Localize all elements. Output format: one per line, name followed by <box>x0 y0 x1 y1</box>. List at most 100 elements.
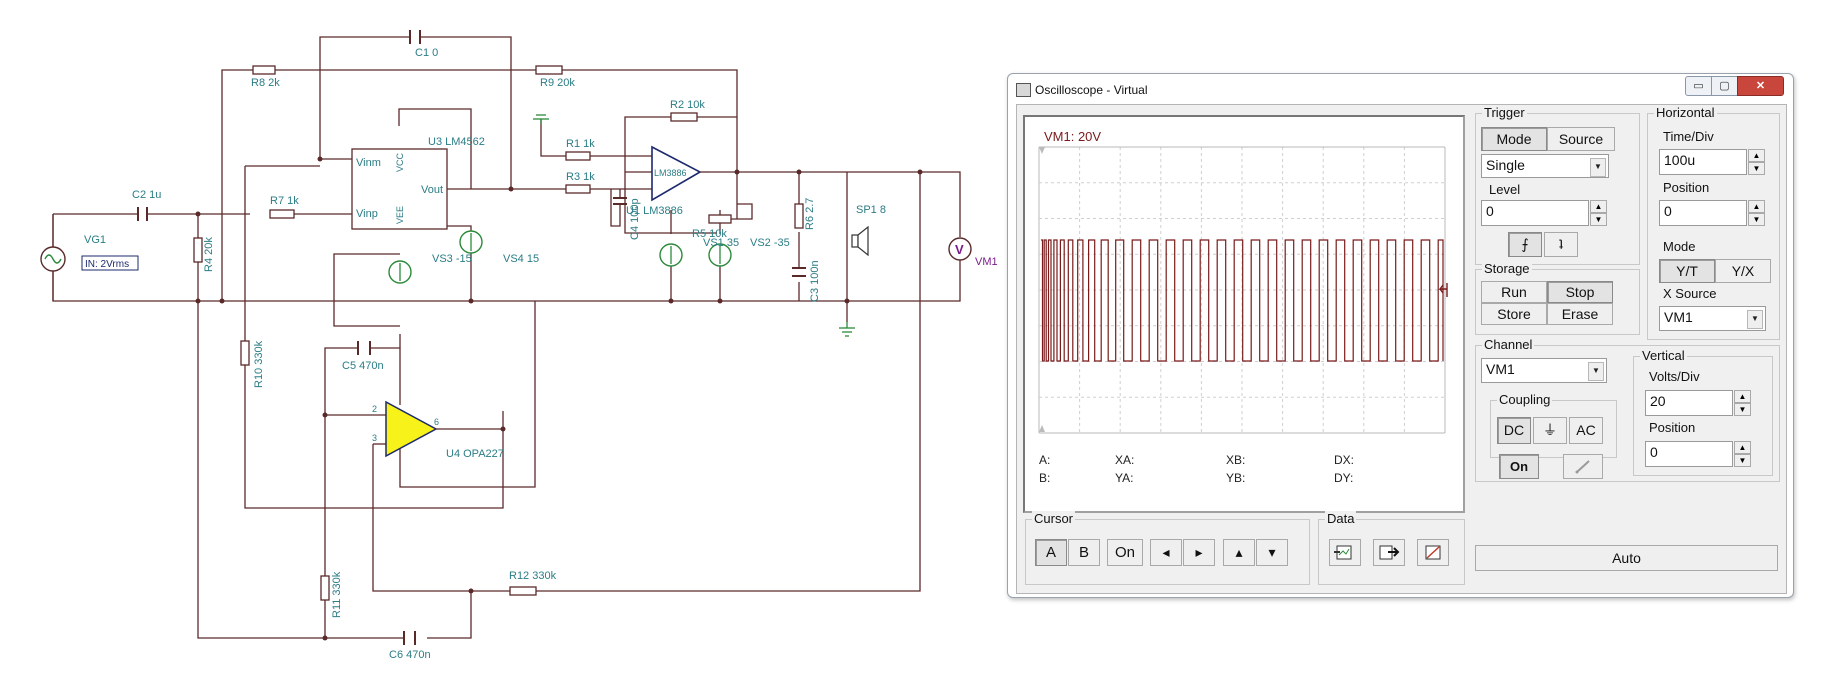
channel-on-button[interactable]: On <box>1499 454 1539 479</box>
u3-vinm-label: Vinm <box>356 157 381 169</box>
channel-dropdown[interactable]: VM1 ▼ <box>1481 358 1607 383</box>
sp1-label: SP1 8 <box>856 204 886 216</box>
cursor-down-button[interactable]: ▾ <box>1256 539 1288 566</box>
vg1-signal-generator[interactable] <box>40 246 139 272</box>
c3-label: C3 100n <box>809 260 821 302</box>
c6-label: C6 470n <box>389 649 431 661</box>
coupling-dc-button[interactable]: DC <box>1497 417 1531 444</box>
oscilloscope-panel: VM1: 20V A: B: XA: YA: XB: YB: DX: DY: T… <box>1016 104 1787 594</box>
cursor-dx-readout: DX: <box>1334 453 1355 467</box>
time-div-up[interactable]: ▲ <box>1748 149 1765 162</box>
circuit-schematic[interactable]: C1 0 R8 2k R9 20k R2 10k U3 LM4562 Vinm … <box>0 0 1000 680</box>
trigger-level-input[interactable]: 0 <box>1481 200 1589 226</box>
trigger-source-tab[interactable]: Source <box>1547 127 1615 151</box>
c1-label: C1 0 <box>415 47 438 59</box>
chevron-down-icon: ▼ <box>1747 310 1763 329</box>
r9-label: R9 20k <box>540 77 575 89</box>
store-button[interactable]: Store <box>1481 303 1547 325</box>
vs1-label: VS1 35 <box>703 237 739 249</box>
falling-edge-button[interactable]: ʇ <box>1544 232 1578 257</box>
mode-yx-button[interactable]: Y/X <box>1715 259 1771 283</box>
run-button[interactable]: Run <box>1481 281 1547 303</box>
auto-button[interactable]: Auto <box>1475 545 1778 571</box>
x-source-dropdown[interactable]: VM1 ▼ <box>1659 306 1766 331</box>
r11-label: R11 330k <box>331 571 343 618</box>
cursor-a-readout: A: <box>1039 453 1051 467</box>
resistors[interactable] <box>193 65 804 601</box>
wires <box>52 36 961 639</box>
capacitors[interactable] <box>137 30 806 645</box>
v-position-up[interactable]: ▲ <box>1734 441 1751 454</box>
r10-label: R10 330k <box>253 340 265 388</box>
cursor-title: Cursor <box>1032 511 1076 526</box>
clear-data-button[interactable] <box>1417 539 1449 566</box>
dc-sources[interactable] <box>388 230 732 284</box>
cursor-b-readout: B: <box>1039 471 1051 485</box>
h-position-up[interactable]: ▲ <box>1748 200 1765 213</box>
time-div-down[interactable]: ▼ <box>1748 162 1765 175</box>
scope-grid <box>1038 146 1446 434</box>
ground-symbols <box>533 114 855 337</box>
cursor-left-button[interactable]: ◂ <box>1150 539 1182 566</box>
trigger-mode-dropdown[interactable]: Single ▼ <box>1481 154 1609 178</box>
volts-div-label: Volts/Div <box>1649 369 1700 384</box>
r6-label: R6 2.7 <box>804 198 816 230</box>
volts-div-up[interactable]: ▲ <box>1734 390 1751 403</box>
vertical-group: Vertical Volts/Div 20 ▲ ▼ Position 0 ▲ ▼ <box>1633 348 1773 476</box>
rising-edge-button[interactable]: ⨍ <box>1508 232 1542 257</box>
vm1-voltmeter[interactable] <box>948 237 972 261</box>
u4-opamp[interactable] <box>385 400 438 458</box>
import-data-button[interactable] <box>1329 539 1361 566</box>
trigger-mode-tab[interactable]: Mode <box>1481 127 1547 151</box>
stop-button[interactable]: Stop <box>1547 281 1613 303</box>
cursor-right-button[interactable]: ▸ <box>1183 539 1215 566</box>
close-button[interactable]: ✕ <box>1737 76 1784 96</box>
trigger-level-up[interactable]: ▲ <box>1590 200 1607 213</box>
h-position-label: Position <box>1663 180 1710 195</box>
minimize-button[interactable]: ▭ <box>1685 76 1712 96</box>
window-titlebar[interactable]: Oscilloscope - Virtual ▭ ▢ ✕ <box>1008 74 1793 104</box>
coupling-title: Coupling <box>1497 392 1553 407</box>
u1-power-amp[interactable] <box>651 145 702 202</box>
vs3-label: VS3 -15 <box>432 253 472 265</box>
u3-opamp-chip[interactable] <box>351 148 448 230</box>
window-title: Oscilloscope - Virtual <box>1035 83 1148 97</box>
sp1-speaker[interactable] <box>851 225 869 257</box>
v-position-down[interactable]: ▼ <box>1734 454 1751 467</box>
u3-vout-label: Vout <box>421 184 443 196</box>
r7-label: R7 1k <box>270 195 299 207</box>
channel-group: Channel VM1 ▼ Coupling DC ⏚ AC On Vertic… <box>1475 337 1780 482</box>
trigger-level-down[interactable]: ▼ <box>1590 213 1607 226</box>
cursor-on-button[interactable]: On <box>1107 539 1143 566</box>
channel-scale-label: VM1: 20V <box>1044 129 1102 144</box>
c5-label: C5 470n <box>342 360 384 372</box>
h-position-down[interactable]: ▼ <box>1748 213 1765 226</box>
cursor-b-button[interactable]: B <box>1068 539 1100 566</box>
chevron-down-icon: ▼ <box>1588 362 1604 381</box>
export-data-button[interactable] <box>1373 539 1405 566</box>
probe-color-button[interactable] <box>1563 454 1603 479</box>
cursor-yb-readout: YB: <box>1226 471 1246 485</box>
scope-display-frame: VM1: 20V A: B: XA: YA: XB: YB: DX: DY: <box>1023 115 1465 513</box>
channel-title: Channel <box>1482 337 1535 352</box>
vm1-label: VM1 <box>975 256 998 268</box>
scope-screen[interactable] <box>1025 117 1463 511</box>
volts-div-input[interactable]: 20 <box>1645 390 1733 416</box>
time-div-input[interactable]: 100u <box>1659 149 1747 175</box>
oscilloscope-window[interactable]: Oscilloscope - Virtual ▭ ▢ ✕ VM1: 20V A:… <box>1007 73 1794 598</box>
vg1-setting: IN: 2Vrms <box>85 259 129 270</box>
coupling-ground-button[interactable]: ⏚ <box>1533 417 1567 444</box>
cursor-group: Cursor A B On ◂ ▸ ▴ ▾ <box>1025 511 1310 585</box>
cursor-a-button[interactable]: A <box>1035 539 1067 566</box>
h-position-input[interactable]: 0 <box>1659 200 1747 226</box>
r3-label: R3 1k <box>566 171 595 183</box>
cursor-up-button[interactable]: ▴ <box>1223 539 1255 566</box>
volts-div-down[interactable]: ▼ <box>1734 403 1751 416</box>
maximize-button[interactable]: ▢ <box>1711 76 1738 96</box>
mode-yt-button[interactable]: Y/T <box>1659 259 1715 283</box>
v-position-input[interactable]: 0 <box>1645 441 1733 467</box>
erase-button[interactable]: Erase <box>1547 303 1613 325</box>
coupling-ac-button[interactable]: AC <box>1569 417 1603 444</box>
trigger-mode-value: Single <box>1486 157 1525 173</box>
u4-pin6-label: 6 <box>434 417 439 427</box>
